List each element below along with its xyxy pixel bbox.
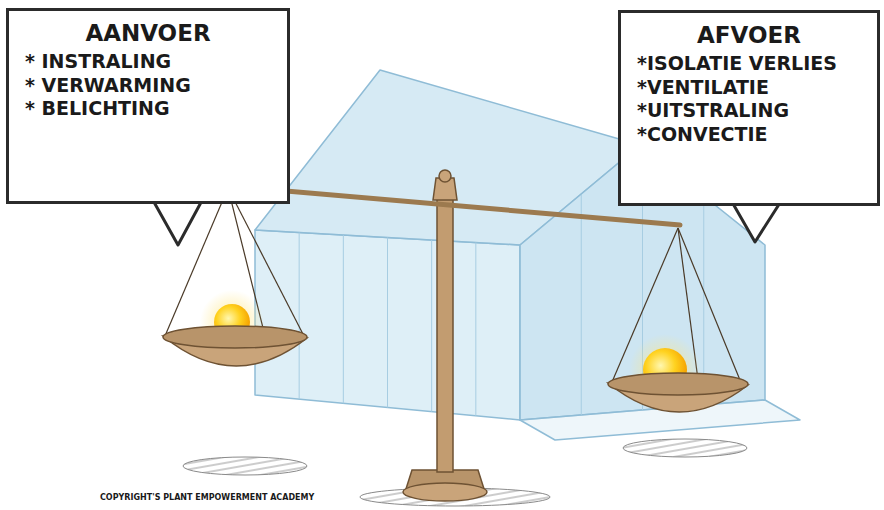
list-item: * INSTRALING [23,50,273,74]
speech-bubble: AFVOER*ISOLATIE VERLIES*VENTILATIE*UITST… [618,10,880,206]
list-item: *VENTILATIE [635,76,863,100]
balance-scale [163,170,748,501]
bubble-heading: AANVOER [23,19,273,48]
list-item: *UITSTRALING [635,99,863,123]
list-item: *ISOLATIE VERLIES [635,52,863,76]
list-item: * BELICHTING [23,97,273,121]
copyright-note: COPYRIGHT'S PLANT EMPOWERMENT ACADEMY [100,493,314,502]
list-item: *CONVECTIE [635,123,863,147]
list-item: * VERWARMING [23,74,273,98]
speech-bubble: AANVOER* INSTRALING* VERWARMING* BELICHT… [6,8,290,204]
bubble-heading: AFVOER [635,21,863,50]
